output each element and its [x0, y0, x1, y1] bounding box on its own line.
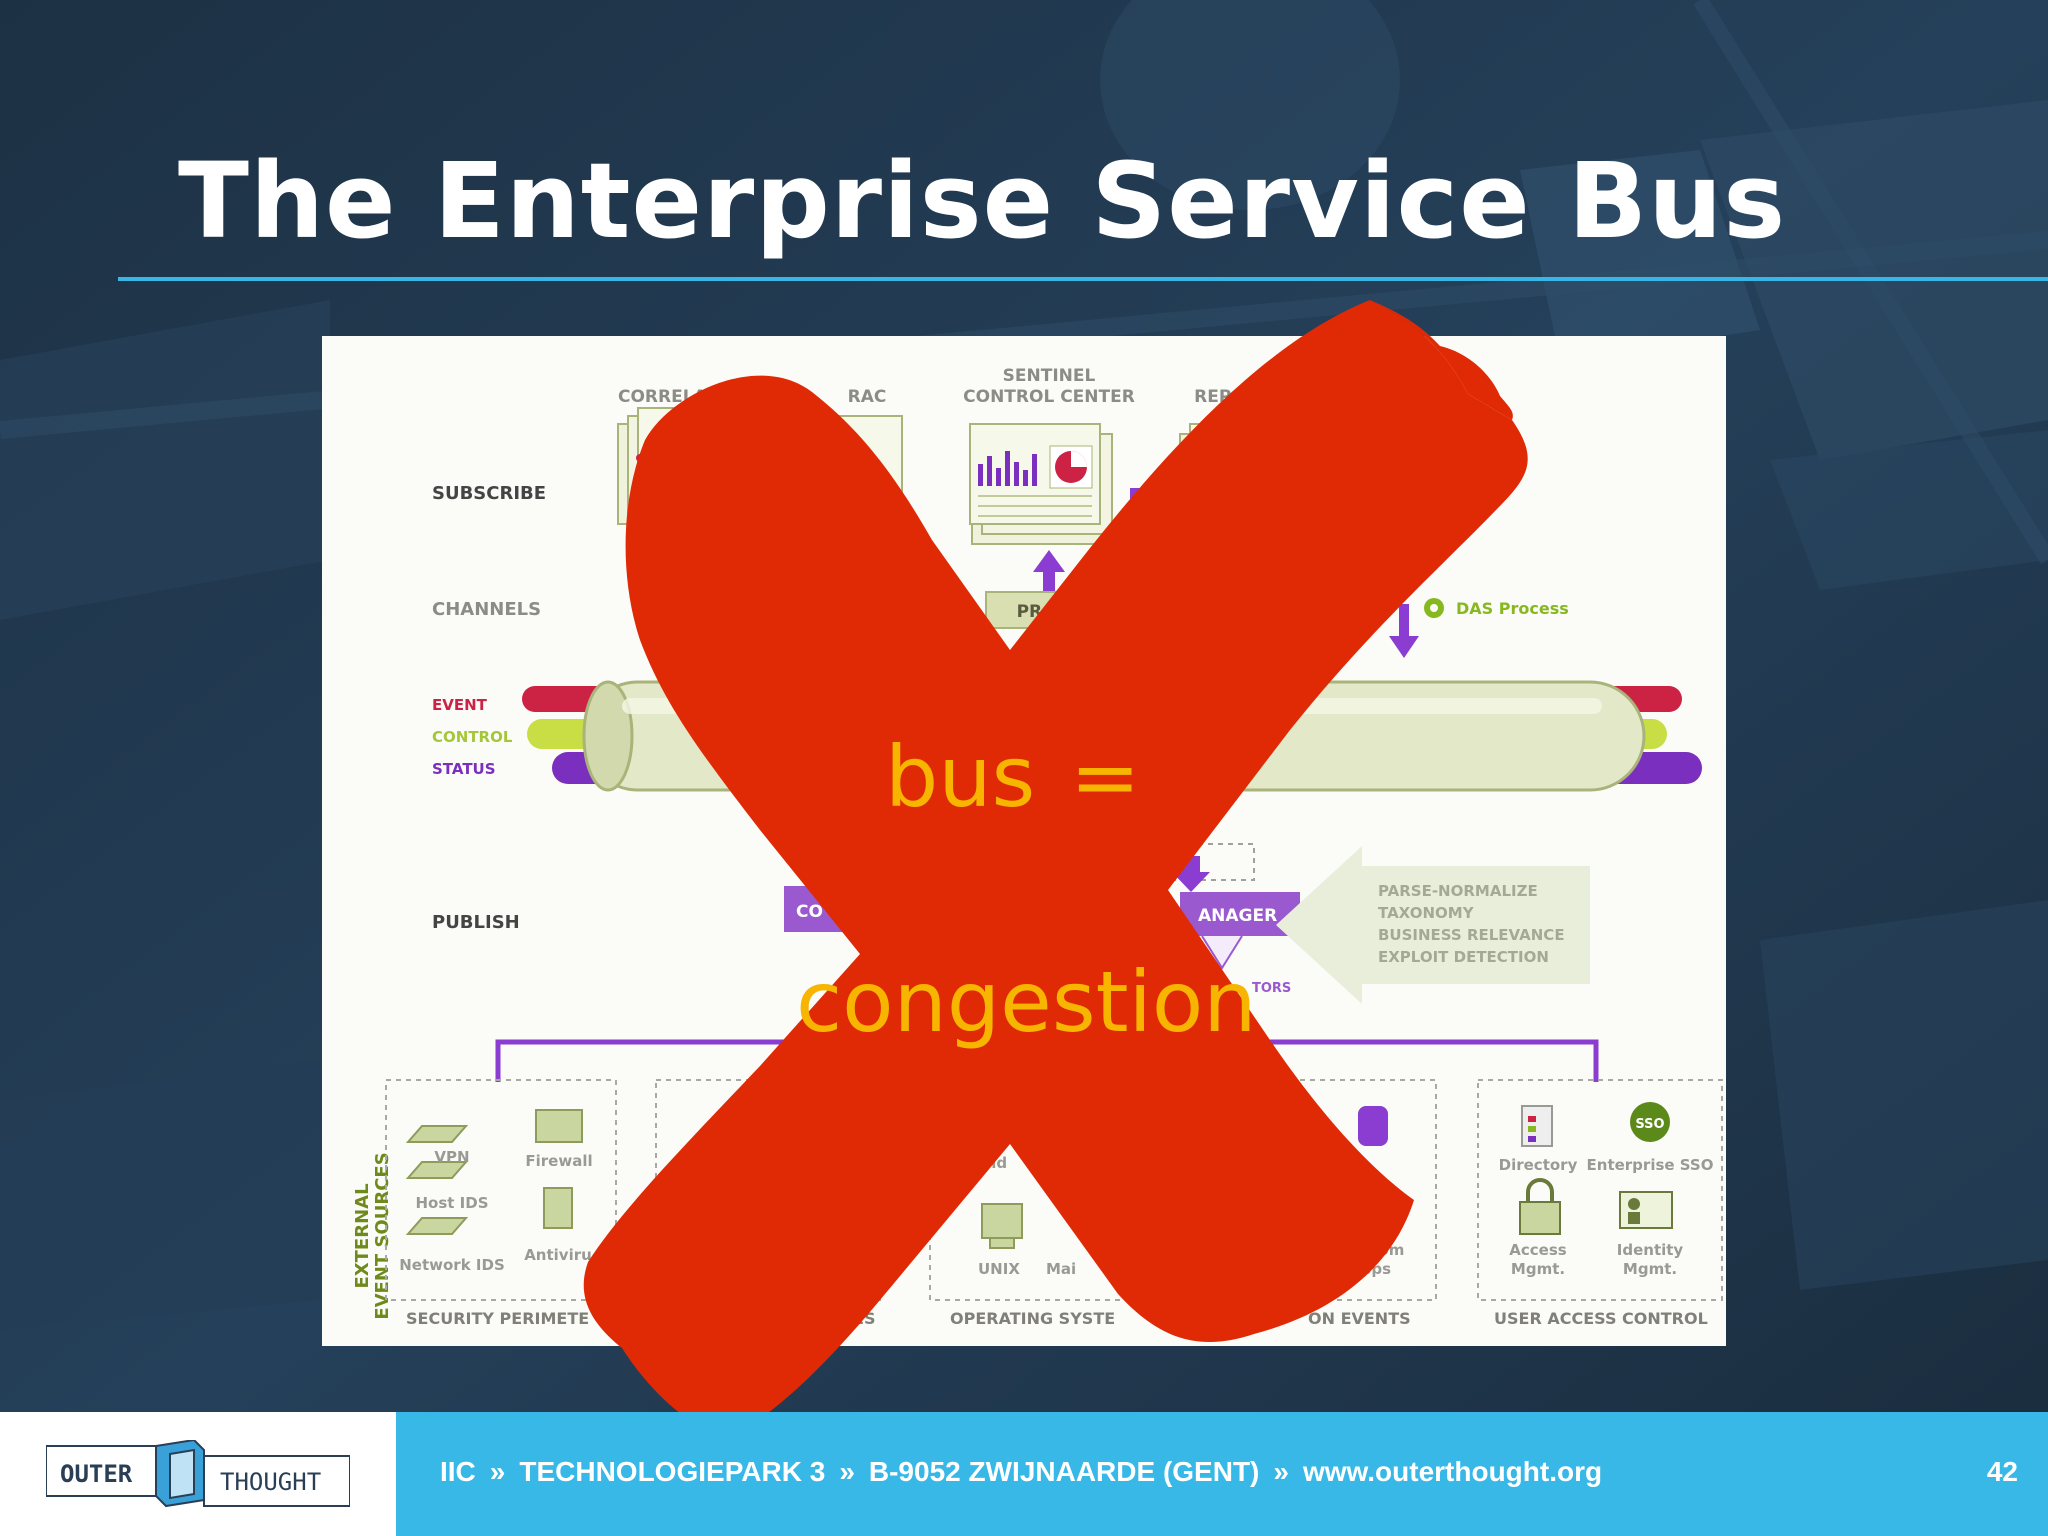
svg-text:THOUGHT: THOUGHT [220, 1468, 321, 1496]
svg-text:APP: APP [1224, 1309, 1260, 1328]
address-website-link[interactable]: www.outerthought.org [1302, 1456, 1603, 1487]
svg-text:EXTERNAL: EXTERNAL [352, 1183, 373, 1288]
svg-text:Mgmt.: Mgmt. [1623, 1260, 1677, 1278]
label-reports: REPORTS [1194, 387, 1282, 407]
svg-text:Firewall: Firewall [525, 1152, 592, 1170]
svg-text:Antiviru: Antiviru [524, 1246, 592, 1264]
svg-text:Access: Access [1509, 1241, 1566, 1259]
svg-text:OUTER: OUTER [60, 1460, 133, 1488]
address-street: TECHNOLOGIEPARK 3 [519, 1456, 826, 1487]
label-event: EVENT [432, 696, 488, 714]
overlay-equals-sign: = [1070, 728, 1141, 826]
svg-text:OPERATING SYSTE: OPERATING SYSTE [950, 1309, 1115, 1328]
sentinel-panel [969, 423, 1113, 545]
svg-text:SSO: SSO [1635, 1117, 1664, 1132]
svg-text:TAXONOMY: TAXONOMY [1378, 904, 1475, 922]
address-separator: » [839, 1456, 855, 1487]
overlay-word-bus: bus [885, 728, 1036, 826]
label-control-center: CONTROL CENTER [963, 387, 1135, 407]
external-sources-label: EXTERNAL EVENT SOURCES [352, 1152, 393, 1319]
label-publish: PUBLISH [432, 912, 520, 933]
svg-text:EVENT SOURCES: EVENT SOURCES [372, 1152, 393, 1319]
sso-badge-icon: SSO [1630, 1102, 1670, 1142]
svg-text:EXPLOIT DETECTION: EXPLOIT DETECTION [1378, 948, 1549, 966]
svg-text:Apps: Apps [1349, 1260, 1391, 1278]
svg-text:SECURITY PERIMETE: SECURITY PERIMETE [406, 1309, 589, 1328]
svg-text:Directory: Directory [1499, 1156, 1578, 1174]
label-das-process: DAS Process [1456, 599, 1569, 618]
label-proxy: PROXY [1017, 602, 1083, 622]
outerthought-logo: OUTER THOUGHT [46, 1440, 350, 1508]
svg-text:Wind: Wind [964, 1154, 1007, 1172]
page-number: 42 [1986, 1456, 2018, 1487]
svg-text:URCES: URCES [816, 1309, 876, 1328]
label-subscribe: SUBSCRIBE [432, 483, 546, 504]
svg-text:UNIX: UNIX [978, 1260, 1020, 1278]
svg-text:ustom: ustom [1352, 1241, 1405, 1259]
slide-title: The Enterprise Service Bus [178, 140, 1787, 262]
address-separator: » [1273, 1456, 1289, 1487]
footer-logo-area: OUTER THOUGHT [0, 1412, 396, 1536]
svg-text:Mgmt.: Mgmt. [1511, 1260, 1565, 1278]
rac-panel [791, 415, 903, 525]
label-control: CONTROL [432, 728, 513, 746]
svg-text:Enterprise SSO: Enterprise SSO [1587, 1156, 1714, 1174]
title-divider [118, 277, 2048, 281]
label-channels: CHANNELS [432, 599, 541, 620]
svg-text:TORS: TORS [1252, 981, 1291, 996]
svg-text:BUSINESS RELEVANCE: BUSINESS RELEVANCE [1378, 926, 1565, 944]
correlation-panel [617, 407, 769, 525]
svg-text:ANAGER: ANAGER [1198, 906, 1277, 926]
proxy-box: PROXY [985, 591, 1113, 629]
identity-icon [1619, 1191, 1673, 1229]
address-separator: » [489, 1456, 506, 1487]
label-correlation: CORRELATION [618, 387, 752, 407]
address-city: B-9052 ZWIJNAARDE (GENT) [868, 1456, 1260, 1487]
esb-architecture-diagram: CORRELATION RAC SENTINEL CONTROL CENTER … [322, 336, 1726, 1346]
footer-info-bar: IIC » TECHNOLOGIEPARK 3 » B-9052 ZWIJNAARDE … [396, 1412, 2048, 1536]
publish-box-left: CO [784, 886, 864, 932]
reports-panel [1179, 423, 1281, 535]
address-org: IIC [440, 1456, 476, 1487]
label-sentinel: SENTINEL [1003, 366, 1096, 386]
label-rac-fragment: RAC [848, 387, 887, 407]
footer-address: IIC » TECHNOLOGIEPARK 3 » B-9052 ZWIJNAARDE … [440, 1456, 1602, 1488]
svg-text:Mai: Mai [1046, 1260, 1076, 1278]
svg-text:Host IDS: Host IDS [415, 1194, 488, 1212]
svg-text:USER ACCESS CONTROL: USER ACCESS CONTROL [1494, 1309, 1708, 1328]
svg-text:PARSE-NORMALIZE: PARSE-NORMALIZE [1378, 882, 1538, 900]
overlay-word-congestion: congestion [796, 953, 1257, 1051]
svg-text:Network IDS: Network IDS [399, 1256, 505, 1274]
svg-text:Identity: Identity [1617, 1241, 1684, 1259]
directory-icon [1521, 1105, 1553, 1147]
svg-text:CO: CO [796, 902, 823, 922]
label-status: STATUS [432, 760, 496, 778]
svg-text:ON EVENTS: ON EVENTS [1308, 1309, 1411, 1328]
svg-text:VPN: VPN [434, 1148, 469, 1166]
slide-footer: OUTER THOUGHT IIC » TECHNOLOGIEPARK 3 » B-90… [0, 1412, 2048, 1536]
